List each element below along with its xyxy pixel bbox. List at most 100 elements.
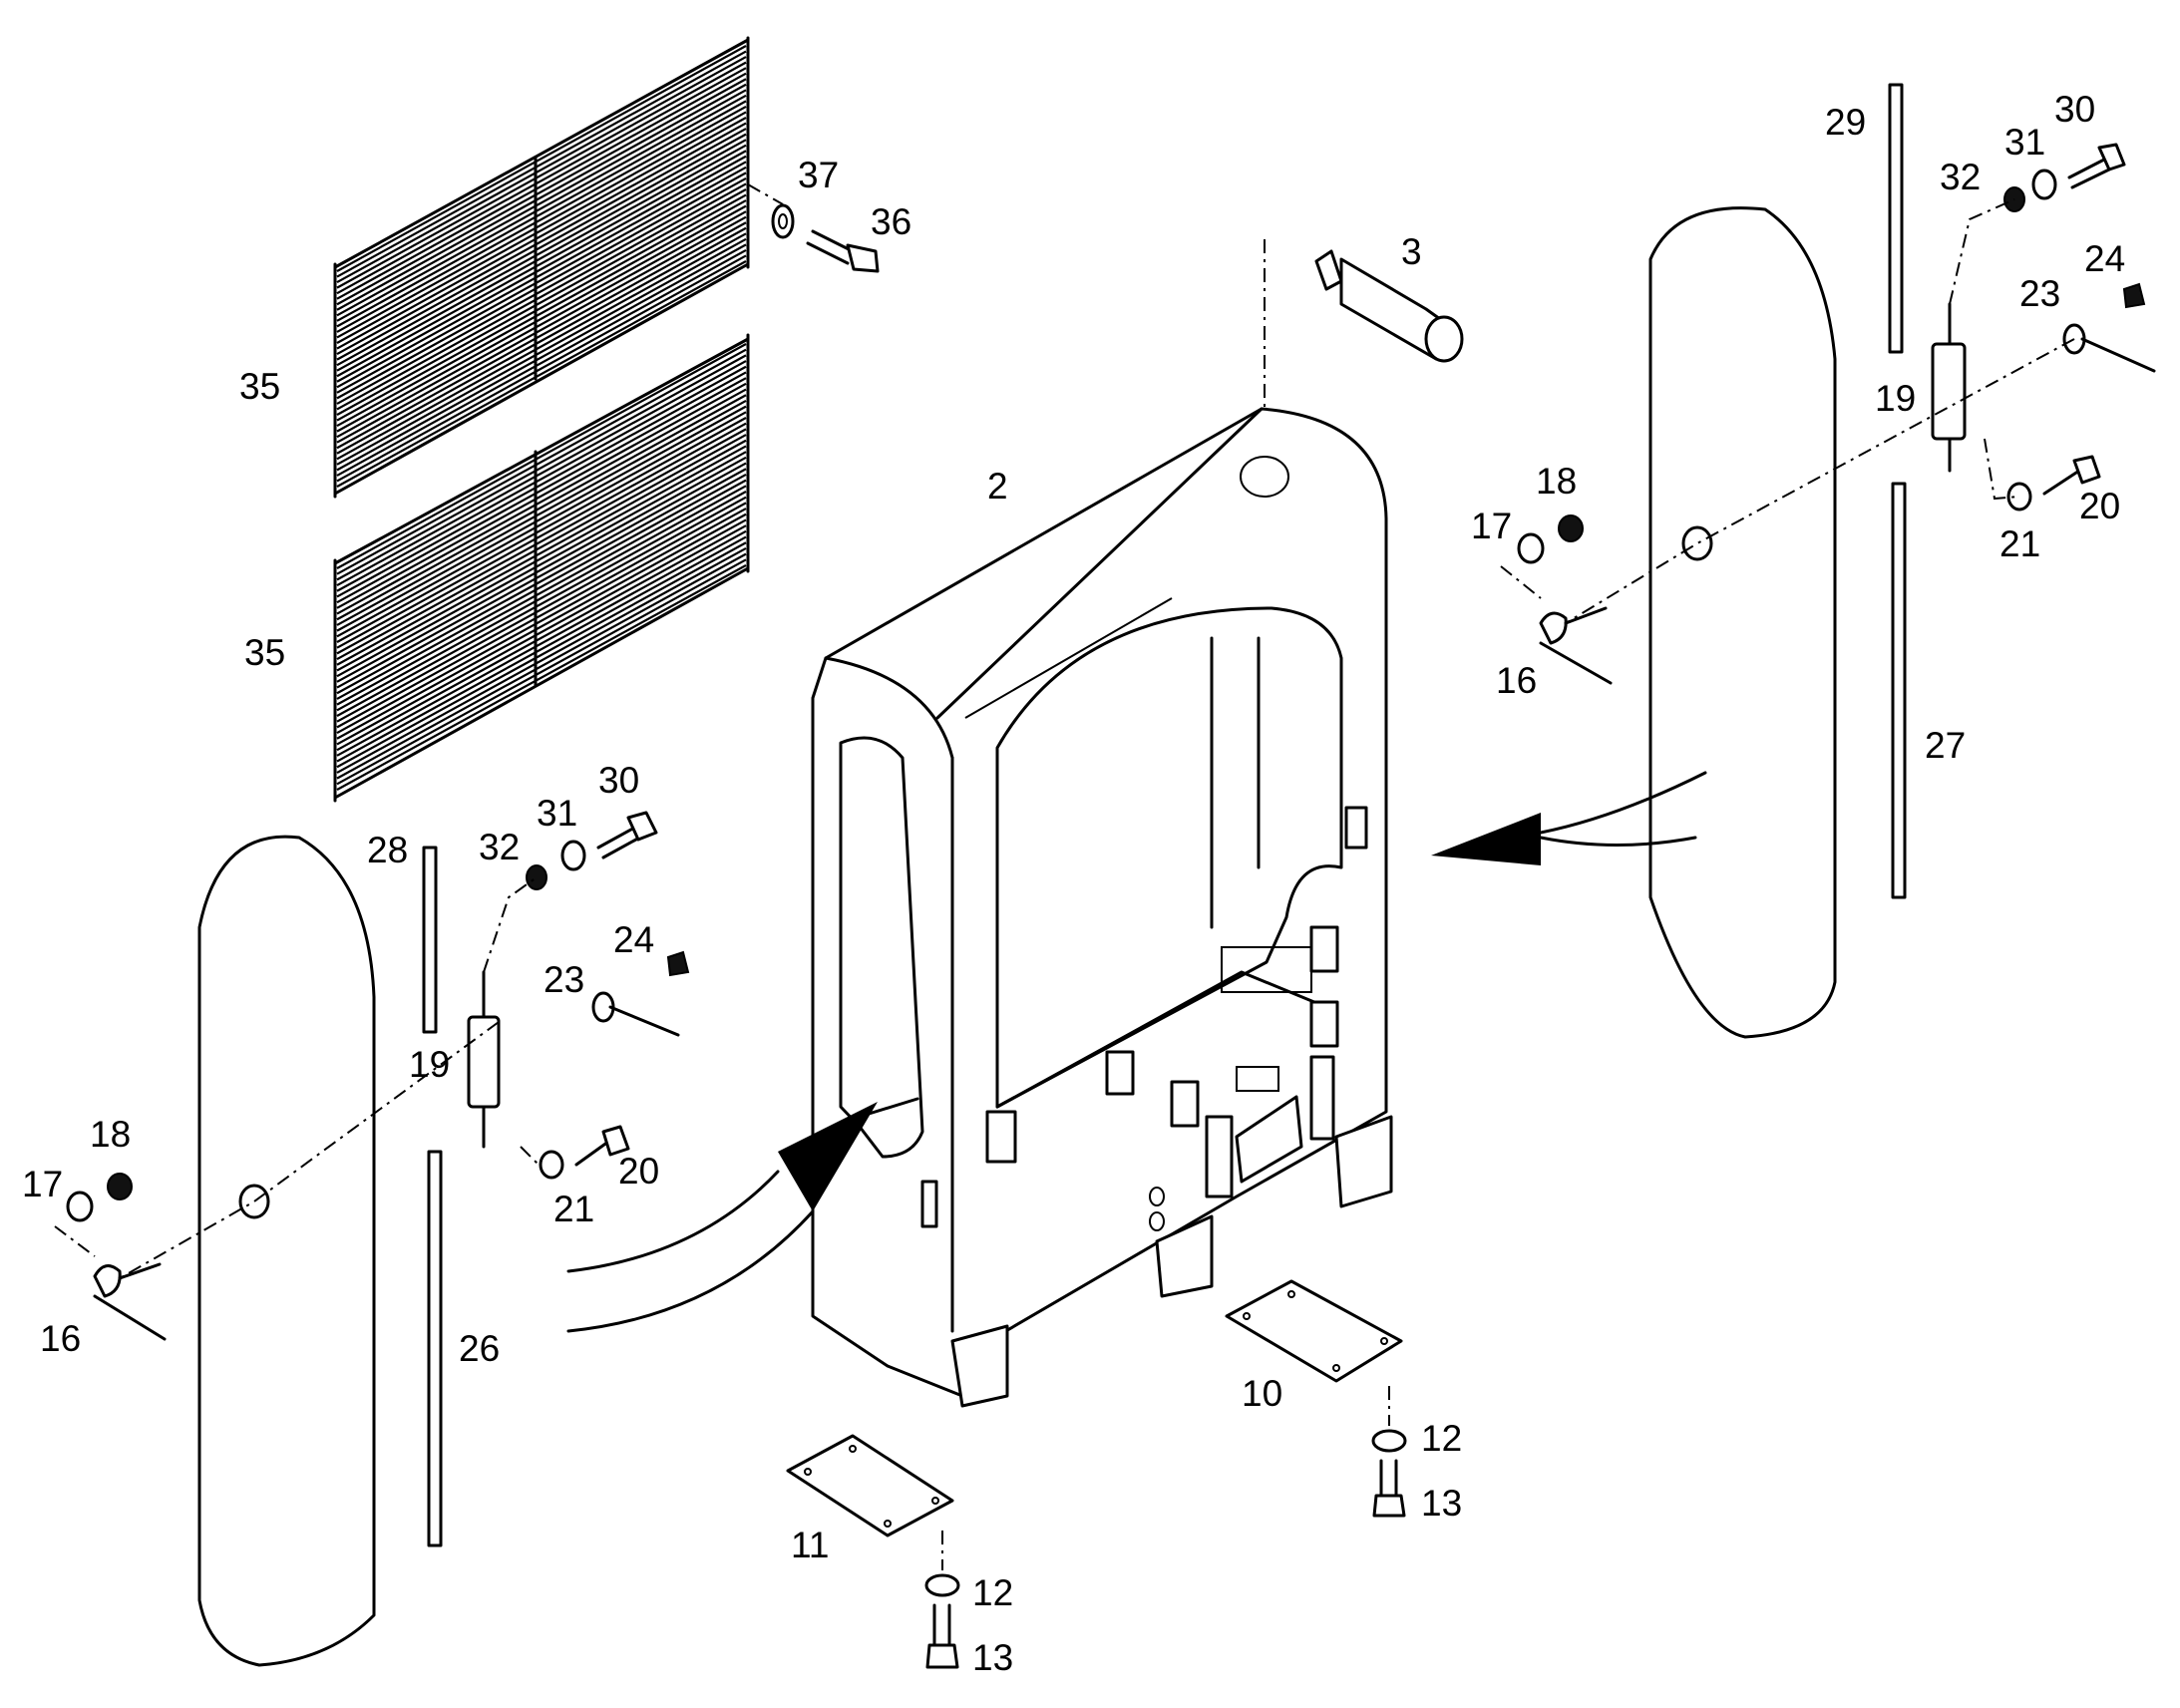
top-pin: [1314, 249, 1464, 363]
callout-13-right: 13: [1421, 1483, 1462, 1524]
grille-bar: [336, 122, 747, 350]
grille-bar: [336, 439, 747, 666]
grille-bar: [336, 468, 747, 695]
callout-35-bottom: 35: [244, 632, 285, 673]
grille-bar: [336, 133, 747, 361]
callout-31-left: 31: [537, 793, 577, 834]
grille-bar: [336, 456, 747, 683]
grille-bar: [336, 434, 747, 661]
grille-bar: [336, 166, 747, 394]
grille-bar: [336, 78, 747, 306]
grille-bar: [336, 399, 747, 626]
hardware-12-13-left: [924, 1573, 960, 1669]
callout-27: 27: [1925, 725, 1966, 766]
grille-bar: [336, 524, 747, 752]
grille-bar: [336, 462, 747, 689]
grille-bar: [336, 377, 747, 604]
strip-27: [1891, 482, 1907, 899]
grille-bar: [336, 215, 747, 444]
grille-bar: [336, 248, 747, 477]
callout-20-left: 20: [618, 1151, 659, 1192]
grille-bar: [336, 161, 747, 389]
hardware-12-13-right: [1371, 1429, 1407, 1518]
grille-bar: [336, 496, 747, 723]
grille-bar: [336, 237, 747, 466]
grille-bar: [336, 155, 747, 383]
grille-bar: [336, 193, 747, 422]
grille-bar: [336, 254, 747, 483]
callout-2: 2: [987, 466, 1008, 507]
callout-21-left: 21: [553, 1189, 594, 1229]
grille-bar: [336, 541, 747, 769]
callout-21-right: 21: [1999, 523, 2040, 564]
callout-10: 10: [1242, 1373, 1282, 1414]
bolt-36: [806, 229, 880, 273]
grille-bar: [336, 529, 747, 757]
strip-26: [427, 1150, 443, 1547]
callout-28: 28: [367, 830, 408, 870]
grille-bar: [336, 61, 747, 289]
grille-bar: [336, 451, 747, 678]
grille-bar: [336, 348, 747, 575]
callout-18-right: 18: [1536, 461, 1577, 502]
grille-bar: [336, 405, 747, 632]
left-hardware: [66, 811, 690, 1341]
grille-bar: [336, 354, 747, 581]
grille-bar: [336, 365, 747, 592]
grille-bar: [336, 199, 747, 428]
callout-12-right: 12: [1421, 1418, 1462, 1459]
grille-bar: [336, 564, 747, 791]
callout-18-left: 18: [90, 1114, 131, 1155]
grille-bar: [336, 139, 747, 367]
grille-bar: [336, 411, 747, 638]
grille-bar: [336, 535, 747, 763]
grille-top: [333, 36, 750, 499]
callout-16-left: 16: [40, 1318, 81, 1359]
main-frame: [811, 407, 1393, 1408]
callout-12-left: 12: [972, 1572, 1013, 1613]
grille-bar: [336, 67, 747, 295]
callout-17-left: 17: [22, 1164, 63, 1204]
grille-bar: [336, 502, 747, 729]
grille-bar: [336, 232, 747, 461]
grille-bar: [336, 182, 747, 411]
left-door-latch-19: [467, 970, 501, 1149]
grille-bar: [336, 50, 747, 278]
base-plate-11: [786, 1434, 954, 1537]
right-hardware: [1517, 143, 2156, 685]
callout-37: 37: [798, 155, 839, 195]
grille-bar: [336, 417, 747, 643]
arrow-right: [1431, 771, 1707, 865]
callout-32-left: 32: [479, 827, 520, 867]
grille-bar: [336, 445, 747, 672]
grille-bar: [336, 388, 747, 615]
callout-24-right: 24: [2084, 238, 2125, 279]
grille-bar: [336, 518, 747, 746]
grille-bar: [336, 210, 747, 439]
callout-29: 29: [1825, 102, 1866, 143]
grille-bar: [336, 94, 747, 322]
grille-bar: [336, 176, 747, 405]
grille-bar: [336, 546, 747, 774]
grille-bar: [336, 343, 747, 569]
callout-16-right: 16: [1496, 660, 1537, 701]
callout-24-left: 24: [613, 919, 654, 960]
grille-bar: [336, 226, 747, 455]
grille-bar: [336, 491, 747, 717]
callout-labels: 2 3 10 11 12 13 12 13 16 16 17 18 17 18 …: [22, 89, 2125, 1678]
grille-bar: [336, 394, 747, 621]
grille-bar: [336, 473, 747, 700]
grille-bar: [336, 89, 747, 317]
callout-30-right: 30: [2054, 89, 2095, 130]
callout-19-right: 19: [1875, 378, 1916, 419]
callout-3: 3: [1401, 231, 1422, 272]
grille-bar: [336, 512, 747, 740]
grille-bar: [336, 150, 747, 378]
grille-bar: [336, 243, 747, 472]
arrow-left: [566, 1102, 878, 1333]
grille-bar: [336, 188, 747, 416]
grille-bar: [336, 508, 747, 735]
grille-bar: [336, 56, 747, 284]
grille-bar: [336, 111, 747, 339]
callout-30-left: 30: [598, 760, 639, 801]
